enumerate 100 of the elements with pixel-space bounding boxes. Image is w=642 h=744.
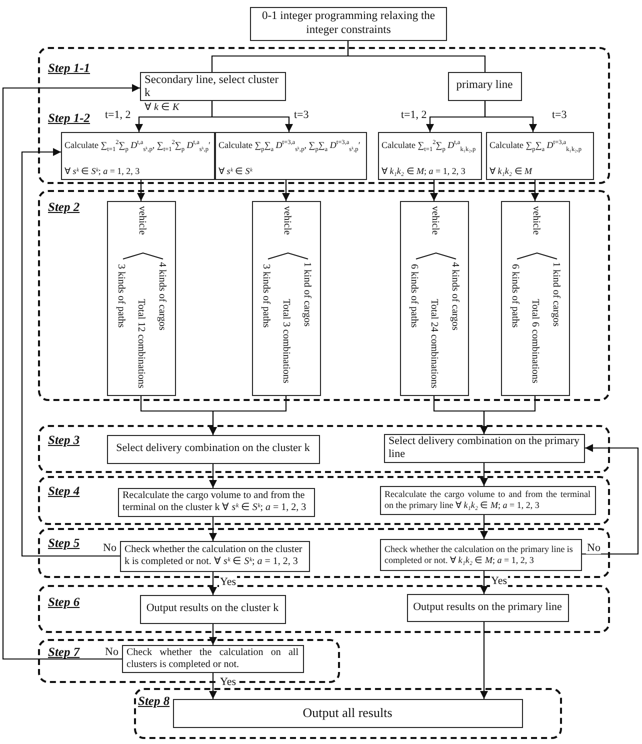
vertical-label: vehicle [430, 206, 440, 234]
arrow [209, 624, 217, 645]
vertical-label: vehicle [530, 206, 540, 234]
step-heading: Step 3 [48, 433, 80, 448]
process-box [118, 488, 314, 516]
combination-box [252, 200, 320, 396]
combination-box [500, 200, 570, 396]
box-text: Output results on the primary line [412, 600, 563, 614]
arrow [531, 180, 539, 201]
arrow [480, 515, 488, 539]
step-group-frame [38, 47, 610, 184]
vertical-text: Total 24 combinations [428, 298, 438, 388]
vertical-text: 6 kinds of paths [510, 264, 520, 328]
edge-label: No [102, 542, 118, 554]
arrow [480, 622, 488, 699]
step-group-frame [38, 476, 610, 525]
box-text: Select delivery combination on the cluster k [115, 442, 311, 456]
vertical-label: vehicle [282, 206, 292, 234]
arrow [484, 101, 537, 132]
arrow [211, 101, 293, 132]
process-box [448, 72, 522, 100]
formula-box [214, 132, 366, 180]
arrow [209, 464, 217, 488]
condition-text: ∀ sᵏ ∈ Sᵏ [218, 166, 254, 176]
step-heading: Step 7 [48, 645, 80, 660]
formula-box [60, 132, 214, 180]
vertical-text: 3 kinds of paths [116, 264, 126, 328]
arrow [480, 463, 488, 486]
step-group-frame [38, 425, 610, 473]
process-box [380, 486, 596, 514]
process-box [106, 434, 320, 464]
process-box [122, 644, 304, 672]
edge-label: t=3 [293, 109, 310, 122]
process-box [406, 594, 568, 622]
step-heading: Step 4 [48, 484, 80, 499]
connector-line [347, 41, 486, 72]
box-text: Recalculate the cargo volume to and from the terminal on the cluster k ∀ sᵏ ∈ Sᵏ; a = 1, 2, 3 [122, 490, 308, 514]
step-group-frame [38, 190, 610, 401]
formula-box [486, 132, 594, 180]
condition-text: ∀ sᵏ ∈ Sᵏ; a = 1, 2, 3 [64, 166, 141, 176]
edge-label: t=1, 2 [104, 109, 132, 122]
condition-text: ∀ k₁k₂ ∈ M; a = 1, 2, 3 [382, 166, 466, 176]
vertical-text: 1 kind of cargos [302, 262, 312, 326]
arrow [209, 572, 217, 595]
formula-text: Calculate ∑$_{t=1}$$^{2}$∑$_{p}$ D$^{t,a}$$_{sᵏ,p}$, ∑$_{t=1}$$^{2}$∑$_{p}$ D$^{t,a}$$_{sᵏ,p}$′ [64, 138, 210, 152]
box-text: Recalculate the cargo volume to and from the terminal on the primary line ∀ k₁k₂ ∈ M; a = 1, 2, 3 [384, 489, 590, 511]
vertical-label: vehicle [136, 206, 146, 234]
step-group-frame [134, 688, 562, 739]
vertical-text: Total 12 combinations [136, 298, 146, 388]
edge-label: t=3 [551, 109, 568, 122]
vertical-text: Total 3 combinations [280, 298, 290, 383]
vertical-text: 1 kind of cargos [550, 262, 560, 326]
box-text: 0-1 integer programming relaxing the integer constraints [260, 10, 436, 38]
vertical-text: 3 kinds of paths [260, 264, 270, 328]
vertical-text: 4 kinds of cargos [450, 262, 460, 330]
edge-label: Yes [219, 576, 238, 588]
box-text: Check whether the calculation on all clusters is completed or not. [126, 646, 298, 670]
edge-label: Yes [219, 676, 238, 688]
box-text: Check whether the calculation on the cluster k is completed or not. ∀ sᵏ ∈ Sᵏ; a = 1, 2, 3 [124, 544, 304, 568]
arrow [480, 396, 536, 434]
process-box [250, 7, 447, 41]
arrow [137, 180, 145, 201]
step-heading: Step 6 [48, 595, 80, 610]
process-box [172, 698, 522, 728]
arrow [430, 180, 438, 201]
arrow [209, 673, 217, 699]
combination-box [400, 200, 468, 396]
step-heading: Step 5 [48, 536, 80, 551]
combination-box [106, 200, 176, 396]
formula-text: Calculate ∑$_{p}$∑$_{a}$ D$^{t=3,a}$$_{sᵏ,p}$, ∑$_{p}$∑$_{a}$ D$^{t=3,a}$$_{sᵏ,p}$′ [218, 138, 362, 152]
process-box [140, 594, 286, 624]
edge-label: No [104, 646, 120, 658]
vertical-text: 4 kinds of cargos [156, 262, 166, 330]
box-text: Secondary line, select cluster k [144, 74, 280, 102]
arrow [209, 517, 217, 541]
box-text: primary line [455, 79, 514, 93]
step-heading: Step 1-1 [48, 61, 90, 76]
edge-label: Yes [490, 575, 508, 588]
box-text: Check whether the calculation on the primary line is completed or not. ∀ k₁k₂ ∈ M; a = 1, 2, 3 [384, 544, 574, 566]
condition-text: ∀ k ∈ K [144, 102, 180, 114]
vertical-text: Total 6 combinations [530, 298, 540, 383]
step-heading: Step 1-2 [48, 111, 90, 126]
arrow [2, 84, 140, 660]
box-text: Output all results [302, 705, 394, 721]
box-text: Output results on the cluster k [145, 602, 280, 616]
step-group-frame [38, 528, 610, 578]
formula-box [378, 132, 482, 180]
process-box [120, 540, 310, 572]
box-text: Select delivery combination on the primary line [388, 434, 580, 462]
arrow [282, 180, 290, 201]
arrow [480, 571, 488, 594]
process-box [380, 538, 582, 570]
edge-label: t=1, 2 [400, 109, 428, 122]
arrow [21, 148, 120, 557]
condition-text: ∀ k₁k₂ ∈ M [490, 166, 534, 176]
arrow [209, 396, 287, 435]
edge-label: No [586, 542, 602, 554]
step-heading: Step 8 [138, 694, 170, 709]
step-heading: Step 2 [48, 200, 80, 215]
step-group-frame [38, 585, 610, 633]
